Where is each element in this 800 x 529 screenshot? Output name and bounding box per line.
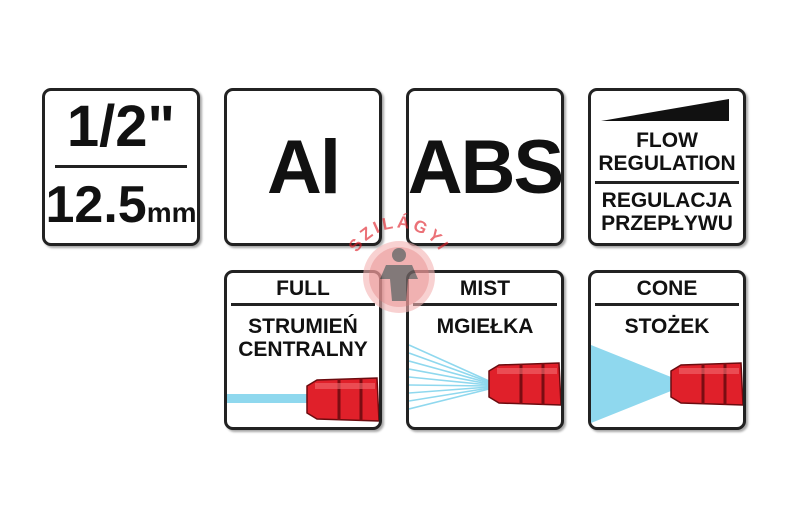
flow-label-line1: FLOW [636, 129, 698, 152]
flow-label-pl: REGULACJA PRZEPŁYWU [591, 189, 743, 235]
mist-tile: MIST MGIEŁKA [406, 270, 564, 430]
flow-regulation-tile: FLOW REGULATION REGULACJA PRZEPŁYWU [588, 88, 746, 246]
flow-wedge-icon [601, 99, 729, 121]
flow-label-en: FLOW REGULATION [591, 129, 743, 175]
flow-label-line2: REGULATION [598, 152, 736, 175]
size-number: 12.5 [45, 176, 147, 234]
mist-label-en: MIST [459, 277, 511, 300]
flow-label-line3: REGULACJA [601, 189, 733, 212]
cone-tile: CONE STOŻEK [588, 270, 746, 430]
size-fraction: 1/2" [66, 94, 176, 159]
full-jet-tile: FULL STRUMIEŃ CENTRALNY [224, 270, 382, 430]
full-jet-icon [227, 377, 379, 422]
abs-tile: ABS [406, 88, 564, 246]
cone-spray-icon [591, 345, 743, 423]
full-label-en: FULL [276, 277, 330, 300]
cone-label-pl: STOŻEK [624, 315, 710, 338]
divider [231, 303, 375, 306]
nozzle-icon [670, 362, 743, 406]
nozzle-icon [488, 362, 561, 406]
nozzle-icon [306, 377, 379, 422]
aluminium-tile: Al [224, 88, 382, 246]
size-tile: 1/2" 12.5mm [42, 88, 200, 246]
full-label-pl: STRUMIEŃ CENTRALNY [227, 315, 379, 361]
plastic-label: ABS [407, 124, 563, 210]
szilagyi-watermark-logo: SZILÁGYI [345, 213, 451, 313]
full-label-pl-line1: STRUMIEŃ [248, 315, 358, 338]
mist-label-pl: MGIEŁKA [436, 315, 534, 338]
size-metric: 12.5mm [45, 175, 197, 243]
mist-spray-icon [409, 344, 561, 410]
material-label: Al [267, 124, 341, 210]
full-label-pl-line2: CENTRALNY [238, 338, 368, 361]
divider [595, 303, 739, 306]
divider [55, 165, 187, 168]
divider [413, 303, 557, 306]
cone-label-en: CONE [636, 277, 698, 300]
flow-label-line4: PRZEPŁYWU [601, 212, 733, 235]
divider [595, 181, 739, 184]
size-unit: mm [146, 197, 197, 228]
